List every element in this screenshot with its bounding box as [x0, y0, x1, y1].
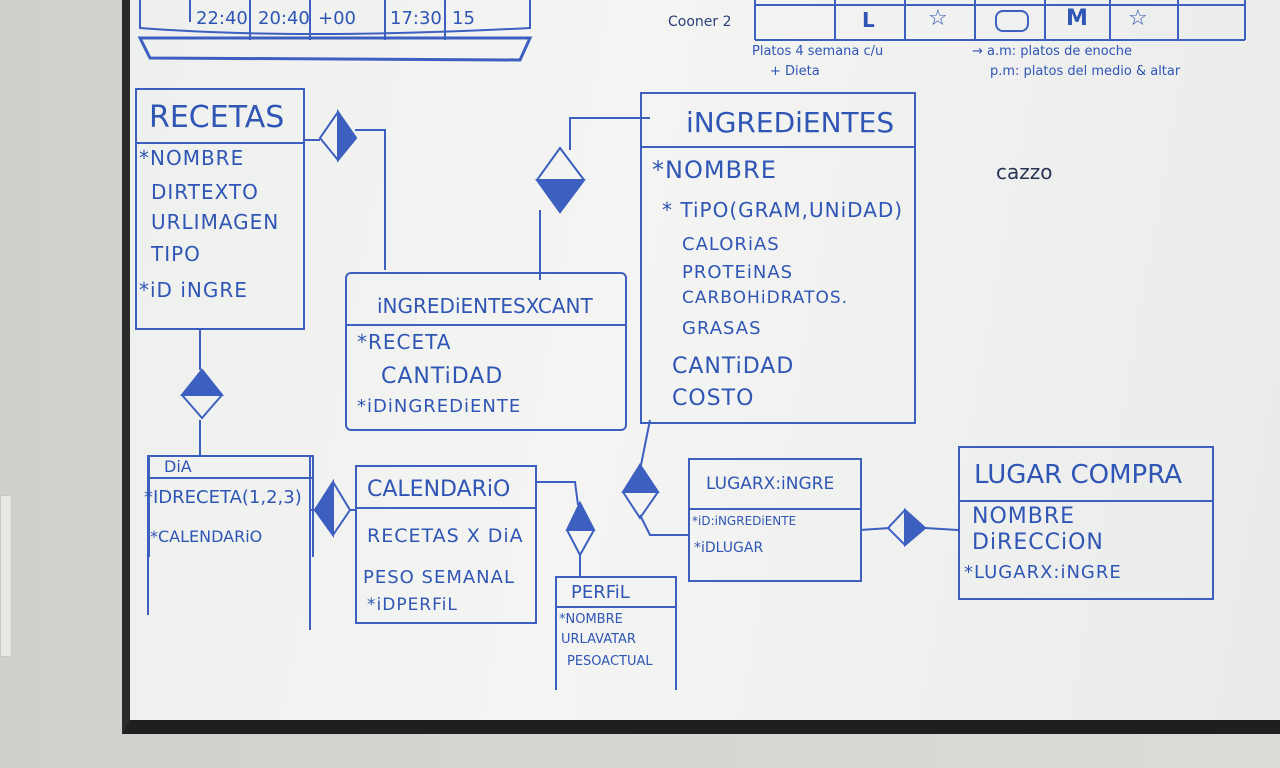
entity-lugarxingre: LUGARX:iNGRE *iD:iNGREDiENTE *iDLUGAR	[688, 458, 862, 582]
entity-title: RECETAS	[149, 100, 285, 135]
attr: TIPO	[151, 242, 201, 266]
attr: *iDLUGAR	[694, 540, 764, 556]
attr: URLAVATAR	[561, 632, 636, 647]
time-1: 22:40	[196, 8, 248, 29]
attr: GRASAS	[682, 318, 762, 339]
attr: PROTEiNAS	[682, 262, 794, 283]
entity-title: LUGARX:iNGRE	[706, 474, 835, 494]
attr: DiRECCiON	[972, 530, 1104, 555]
attr: *IDRECETA(1,2,3)	[144, 487, 302, 508]
wall-outlet	[0, 495, 12, 657]
entity-title: LUGAR COMPRA	[974, 460, 1183, 490]
note-left-1: Platos 4 semana c/u	[752, 44, 884, 59]
entity-ingredientesxcant: iNGREDiENTESXCANT *RECETA CANTiDAD *iDiN…	[345, 272, 627, 431]
time-2: 20:40	[258, 8, 310, 29]
attr: * TiPO(GRAM,UNiDAD)	[662, 198, 904, 222]
attr: *NOMBRE	[139, 146, 245, 170]
note-left-2: + Dieta	[770, 64, 820, 79]
note-right-1: → a.m: platos de enoche	[972, 44, 1133, 59]
attr: *iDiNGREDiENTE	[357, 396, 522, 417]
attr: DIRTEXTO	[151, 180, 259, 204]
attr: PESOACTUAL	[567, 654, 653, 669]
entity-title: DiA	[164, 457, 192, 476]
time-3: +00	[318, 8, 356, 29]
entity-ingredientes: iNGREDiENTES *NOMBRE * TiPO(GRAM,UNiDAD)…	[640, 92, 916, 424]
time-4: 17:30	[390, 8, 442, 29]
attr: *iD:iNGREDiENTE	[692, 514, 797, 528]
entity-perfil: PERFiL *NOMBRE URLAVATAR PESOACTUAL	[555, 576, 677, 690]
entity-calendario: CALENDARiO RECETAS X DiA PESO SEMANAL *i…	[355, 465, 537, 624]
attr: CANTiDAD	[672, 354, 795, 379]
entity-recetas: RECETAS *NOMBRE DIRTEXTO URLIMAGEN TIPO …	[135, 88, 305, 330]
attr: PESO SEMANAL	[363, 567, 515, 588]
attr: *CALENDARiO	[150, 527, 263, 546]
attr: CALORiAS	[682, 234, 780, 255]
attr: *iDPERFiL	[367, 595, 458, 615]
attr: *RECETA	[357, 330, 452, 354]
star-icon-2: ☆	[1128, 6, 1148, 31]
attr: *NOMBRE	[652, 156, 777, 184]
attr: CARBOHiDRATOS.	[682, 288, 849, 308]
attr: NOMBRE	[972, 504, 1076, 529]
note-right-2: p.m: platos del medio & altar	[990, 64, 1181, 79]
entity-lugarcompra: LUGAR COMPRA NOMBRE DiRECCiON *LUGARX:iN…	[958, 446, 1214, 600]
time-5: 15	[452, 8, 475, 29]
entity-title: iNGREDiENTESXCANT	[377, 294, 593, 318]
attr: URLIMAGEN	[151, 210, 280, 234]
whiteboard	[122, 0, 1280, 734]
grid-symbol-m: M	[1066, 6, 1088, 31]
entity-dia: DiA *IDRECETA(1,2,3) *CALENDARiO	[144, 455, 314, 557]
row-label: Cooner 2	[668, 14, 732, 30]
side-note: cazzo	[996, 160, 1053, 184]
grid-symbol-l: L	[862, 8, 875, 32]
attr: CANTiDAD	[381, 364, 504, 389]
attr: COSTO	[672, 386, 755, 411]
entity-title: CALENDARiO	[367, 477, 511, 502]
entity-title: PERFiL	[571, 582, 630, 603]
entity-title: iNGREDiENTES	[686, 106, 895, 139]
star-icon: ☆	[928, 6, 948, 31]
attr: *LUGARX:iNGRE	[964, 562, 1122, 583]
attr: *iD iNGRE	[139, 278, 248, 302]
attr: RECETAS X DiA	[367, 525, 524, 547]
car-icon	[995, 10, 1029, 32]
attr: *NOMBRE	[559, 612, 623, 627]
